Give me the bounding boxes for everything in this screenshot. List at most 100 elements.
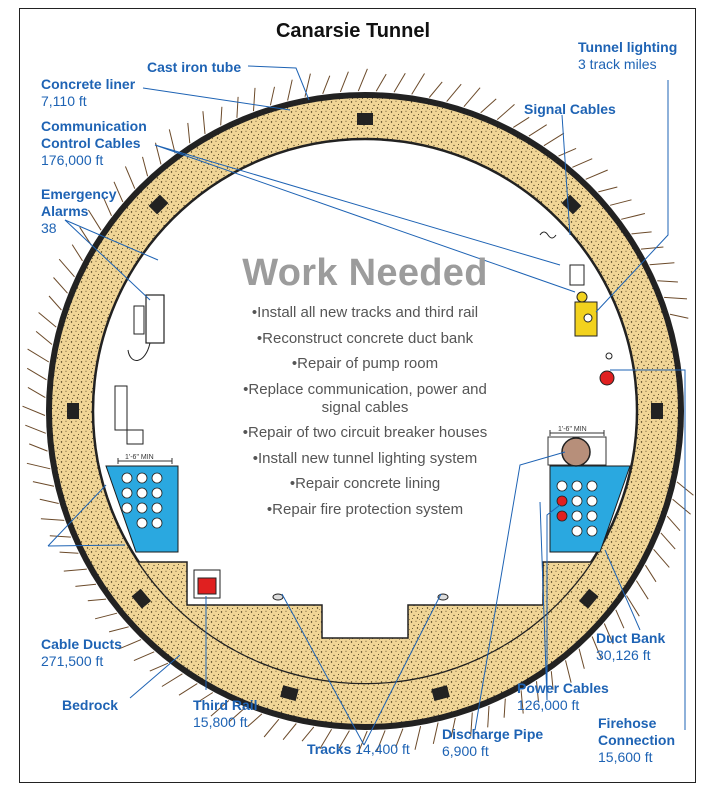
bedrock-hatch-line — [287, 79, 293, 101]
bedrock-hatch-line — [657, 280, 678, 283]
bedrock-hatch-line — [202, 111, 206, 134]
bedrock-hatch-line — [178, 683, 198, 696]
bedrock-hatch-line — [210, 700, 230, 717]
bedrock-hatch-line — [572, 158, 593, 168]
bedrock-hatch-line — [282, 723, 297, 741]
duct-hole — [556, 510, 568, 522]
bedrock-hatch-line — [603, 623, 614, 645]
bedrock-hatching — [22, 68, 694, 754]
duct-hole — [136, 517, 148, 529]
bedrock-hatch-line — [660, 532, 676, 550]
bedrock-hatch-line — [149, 662, 169, 672]
work-item: Repair of two circuit breaker houses — [195, 424, 535, 442]
duct-hole — [571, 510, 583, 522]
bedrock-hatch-line — [103, 197, 112, 217]
bedrock-hatch-line — [503, 698, 506, 718]
duct-hole — [151, 502, 163, 514]
liner-joint — [357, 113, 373, 125]
duct-hole — [571, 480, 583, 492]
bedrock-hatch-line — [58, 258, 75, 278]
bedrock-hatch-line — [357, 68, 368, 92]
work-item: Repair concrete lining — [195, 475, 535, 493]
bedrock-hatch-line — [496, 104, 515, 120]
bedrock-hatch-line — [339, 71, 349, 93]
liner-joint — [561, 194, 582, 215]
bedrock-hatch-line — [615, 609, 625, 629]
bedrock-hatch-line — [87, 209, 102, 231]
bedrock-hatch-line — [118, 639, 142, 650]
bedrock-hatch-line — [536, 681, 539, 703]
bedrock-hatch-line — [470, 712, 473, 737]
bedrock-hatch-line — [113, 181, 124, 203]
discharge-pipe — [561, 437, 591, 467]
bedrock-hatch-line — [25, 424, 46, 434]
bedrock-hatch-line — [666, 515, 681, 532]
bedrock-hatch-line — [649, 262, 675, 266]
bedrock-hatch-line — [26, 462, 51, 470]
bedrock-hatch-line — [520, 690, 524, 714]
duct-hole — [151, 472, 163, 484]
work-needed-heading: Work Needed — [242, 252, 488, 294]
bedrock-hatch-line — [48, 295, 62, 311]
duct-hole — [586, 480, 598, 492]
duct-hole — [556, 480, 568, 492]
bedrock-hatch-line — [376, 730, 386, 752]
bedrock-hatch-line — [26, 367, 47, 381]
bedrock-hatch-line — [322, 75, 331, 94]
bedrock-hatch-line — [75, 583, 97, 587]
bedrock-hatch-line — [228, 707, 246, 723]
right-dimension-note: 1'-6" MIN — [558, 426, 587, 433]
work-item: Repair of pump room — [195, 355, 535, 373]
bedrock-hatch-line — [263, 718, 280, 738]
bedrock-hatch-line — [487, 705, 490, 728]
liner-joint — [578, 588, 599, 609]
duct-hole — [571, 495, 583, 507]
bedrock-hatch-line — [558, 147, 577, 157]
bedrock-label: Bedrock — [62, 697, 119, 713]
bedrock-hatch-line — [565, 660, 572, 683]
bedrock-hatch-line — [247, 713, 263, 727]
tracks-label: Tracks 14,400 ft — [307, 741, 410, 757]
bedrock-hatch-line — [644, 564, 657, 583]
liner-joints — [67, 113, 663, 701]
duct-hole — [586, 525, 598, 537]
bedrock-hatch-line — [414, 725, 422, 750]
left-duct-holes — [121, 472, 163, 529]
duct-hole — [136, 487, 148, 499]
duct-hole — [121, 487, 133, 499]
work-item: Install all new tracks and third rail — [195, 304, 535, 322]
emergency-alarm-box — [114, 294, 165, 445]
bedrock-hatch-line — [168, 129, 176, 154]
bedrock-hatch-line — [319, 728, 333, 750]
liner-joint — [148, 194, 169, 215]
bedrock-hatch-line — [428, 81, 443, 98]
bedrock-hatch-line — [598, 186, 618, 193]
duct-hole — [121, 472, 133, 484]
bedrock-hatch-line — [53, 277, 68, 294]
bedrock-hatch-line — [79, 226, 92, 246]
bedrock-hatch-line — [236, 96, 239, 118]
bedrock-hatch-line — [29, 443, 48, 452]
bedrock-hatch-line — [480, 98, 497, 114]
bedrock-hatch-line — [411, 73, 425, 95]
bedrock-hatch-line — [63, 568, 87, 572]
bedrock-hatch-line — [338, 730, 350, 749]
work-item: Repair fire protection system — [195, 501, 535, 519]
liner-joint — [280, 685, 299, 701]
bedrock-hatch-line — [71, 244, 83, 262]
bedrock-hatch-line — [528, 124, 547, 137]
leader-lines — [47, 65, 686, 746]
work-needed-list: Install all new tracks and third rail Re… — [195, 304, 535, 526]
bedrock-hatch-line — [87, 598, 107, 602]
bedrock-hatch-line — [591, 636, 603, 660]
bedrock-hatch-line — [640, 246, 664, 250]
bedrock-hatch-line — [543, 132, 565, 147]
bedrock-hatch-line — [463, 87, 481, 108]
